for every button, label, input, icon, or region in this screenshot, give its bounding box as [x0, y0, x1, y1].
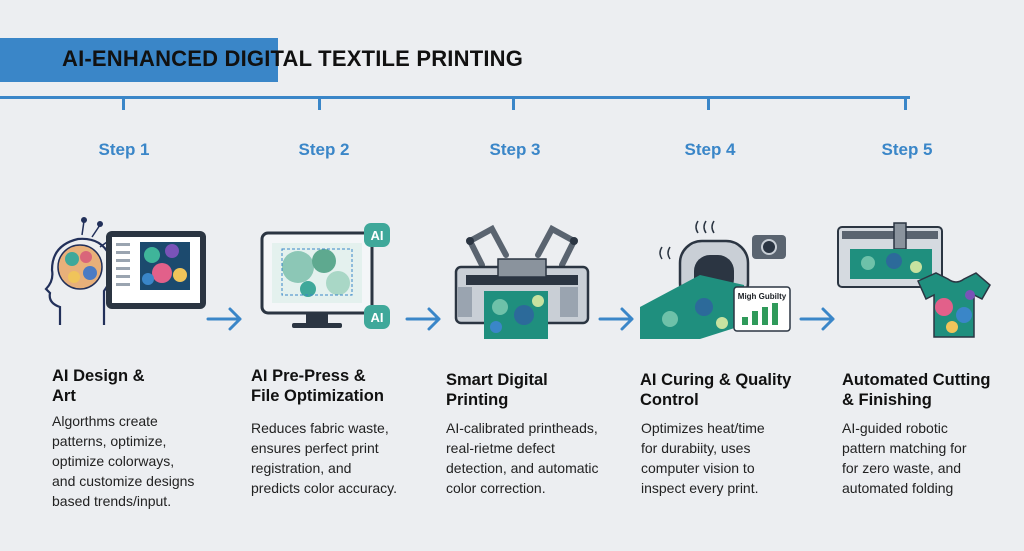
step-1-desc-line: Algorthms create [52, 413, 158, 429]
step-1-heading-line: AI Design & [52, 367, 145, 385]
arrow-right-icon [598, 307, 634, 331]
title-band [0, 38, 278, 82]
step-5-desc-line: AI-guided robotic [842, 420, 948, 436]
step-4-heading-line: AI Curing & Quality [640, 371, 792, 389]
step-1-desc-line: patterns, optimize, [52, 433, 167, 449]
step-3-heading: Smart Digital Printing [446, 370, 548, 410]
step-4-desc-line: computer vision to [641, 460, 755, 476]
step-3-description: AI-calibrated printheads, real-rietme de… [446, 418, 599, 498]
ai-design-illustration [44, 217, 206, 325]
timeline-tick-3 [512, 96, 515, 110]
arrow-right-icon [206, 307, 242, 331]
timeline [0, 96, 910, 99]
arrow-right-icon [799, 307, 835, 331]
timeline-tick-1 [122, 96, 125, 110]
step-2-description: Reduces fabric waste, ensures perfect pr… [251, 418, 397, 498]
pre-press-illustration: AI AI [260, 223, 390, 329]
step-5-description: AI-guided robotic pattern matching for f… [842, 418, 967, 498]
timeline-tick-4 [707, 96, 710, 110]
step-3-desc-line: real-rietme defect [446, 440, 555, 456]
ai-badge-top-icon [364, 223, 390, 247]
step-1-description: Algorthms create patterns, optimize, opt… [52, 411, 194, 511]
step-5-label: Step 5 [881, 140, 933, 159]
step-2-desc-line: Reduces fabric waste, [251, 420, 389, 436]
step-5-heading: Automated Cutting & Finishing [842, 370, 990, 410]
step-3-desc-line: detection, and automatic [446, 460, 599, 476]
step-1-heading: AI Design & Art [52, 366, 145, 406]
step-1-desc-line: and customize designs [52, 473, 195, 489]
step-3-heading-line: Smart Digital [446, 371, 548, 389]
step-4-label: Step 4 [684, 140, 736, 159]
step-1-desc-line: optimize colorways, [52, 453, 175, 469]
step-3-heading-line: Printing [446, 391, 509, 409]
ai-badge-bottom-icon [364, 305, 390, 329]
smart-printing-illustration [454, 224, 590, 339]
step-1-heading-line: Art [52, 387, 76, 405]
step-5-heading-line: Automated Cutting [842, 371, 991, 389]
step-2-label: Step 2 [298, 140, 350, 159]
step-4-desc-line: Optimizes heat/time [641, 420, 765, 436]
step-2-desc-line: ensures perfect print [251, 440, 379, 456]
step-4-desc-line: for durabiity, uses [641, 440, 751, 456]
step-3-desc-line: AI-calibrated printheads, [446, 420, 598, 436]
step-3-label: Step 3 [489, 140, 541, 159]
curing-qc-illustration: Migh Gubilty [640, 220, 791, 339]
step-4-heading-line: Control [640, 391, 699, 409]
step-3-desc-line: color correction. [446, 480, 546, 496]
timeline-tick-5 [904, 96, 907, 110]
step-5-desc-line: for zero waste, and [842, 460, 962, 476]
step-2-heading-line: File Optimization [251, 387, 384, 405]
step-2-desc-line: registration, and [251, 460, 352, 476]
step-5-heading-line: & Finishing [842, 391, 932, 409]
step-4-description: Optimizes heat/time for durabiity, uses … [641, 418, 765, 498]
arrow-right-icon [405, 307, 441, 331]
page-title: AI-ENHANCED DIGITAL TEXTILE PRINTING [62, 46, 524, 71]
step-2-heading-line: AI Pre-Press & [251, 367, 366, 385]
timeline-tick-2 [318, 96, 321, 110]
step-5-desc-line: pattern matching for [842, 440, 967, 456]
quality-badge-text: Migh Gubilty [738, 292, 787, 301]
step-4-heading: AI Curing & Quality Control [640, 370, 791, 410]
step-2-desc-line: predicts color accuracy. [251, 480, 398, 496]
step-5-desc-line: automated folding [842, 480, 954, 496]
step-1-desc-line: based trends/input. [52, 493, 172, 509]
cutting-finishing-illustration [837, 222, 991, 338]
ai-badge-bottom-text: AI [371, 310, 384, 325]
ai-badge-top-text: AI [371, 228, 384, 243]
step-1-label: Step 1 [98, 140, 150, 159]
step-2-heading: AI Pre-Press & File Optimization [251, 366, 384, 406]
step-4-desc-line: inspect every print. [641, 480, 759, 496]
